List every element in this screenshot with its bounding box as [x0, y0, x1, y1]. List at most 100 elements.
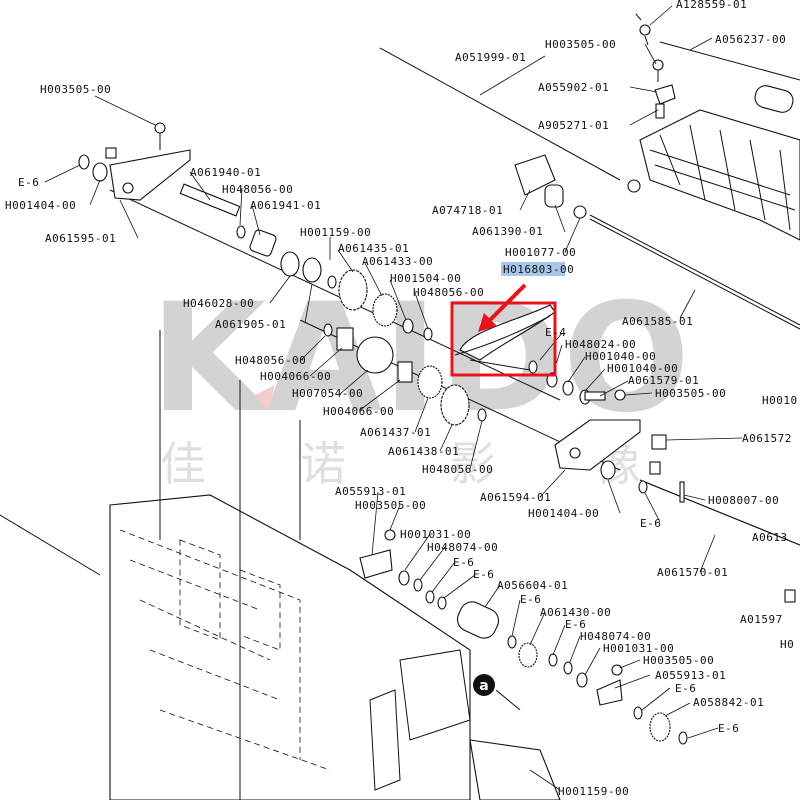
label-a061579: A061579-01: [628, 374, 699, 387]
washer-h048074-a: [413, 578, 423, 592]
collar-a061572: [651, 434, 667, 450]
label-a061437: A061437-01: [360, 426, 431, 439]
roller-a056237: [754, 85, 794, 113]
clip-e6-a: [425, 590, 435, 604]
part-number-highlight: [501, 262, 565, 276]
label-h001159-low: H001159-00: [558, 785, 629, 798]
washer-h001504: [402, 318, 414, 334]
bracket-a074718: [514, 154, 556, 196]
red-arrow: [478, 283, 527, 332]
bracket-a061595: [109, 149, 191, 201]
label-h003505-left: H003505-00: [40, 83, 111, 96]
label-a058842: A058842-01: [693, 696, 764, 709]
bushing-a061390: [544, 184, 564, 208]
top-hardware: [652, 59, 676, 119]
label-a128559: A128559-01: [676, 0, 747, 11]
label-a056237: A056237-00: [715, 33, 786, 46]
lower-hardware: [359, 529, 796, 745]
watermark-cjk-2: 诺: [300, 437, 346, 491]
label-e6-c: E-6: [520, 593, 541, 606]
label-a061940: A061940-01: [190, 166, 261, 179]
label-h046028: H046028-00: [183, 297, 254, 310]
bracket-a055913-b: [596, 679, 623, 706]
label-h004066-a: H004066-00: [260, 370, 331, 383]
label-a061433: A061433-00: [362, 255, 433, 268]
gear-a058842: [649, 712, 671, 742]
label-e6-mid: E-6: [640, 517, 661, 530]
label-h048056-c: H048056-00: [235, 354, 306, 367]
shaft-left-lower: [0, 514, 101, 576]
gear-train: [323, 269, 487, 426]
clip-e6-e: [633, 706, 643, 720]
bearing-h001404-left: [92, 162, 108, 182]
clip-e6-c: [507, 635, 517, 649]
nut-a128559: [639, 24, 651, 36]
label-h003505-top: H003505-00: [545, 38, 616, 51]
washer-h048056-a: [236, 225, 246, 239]
label-h048024: H048024-00: [565, 338, 636, 351]
label-e6-f: E-6: [718, 722, 739, 735]
washer-h001040-a: [562, 380, 574, 396]
label-h001040-a: H001040-00: [585, 350, 656, 363]
gear-a061430: [518, 642, 538, 668]
right-mid-assembly: [554, 389, 685, 503]
bushing-a061941: [249, 229, 277, 257]
label-h003505-mid: H003505-00: [355, 499, 426, 512]
label-h016803: H016803-00: [503, 263, 574, 276]
label-a061390: A061390-01: [472, 225, 543, 238]
watermark-red-mark: [255, 385, 275, 410]
clip-e6-d: [548, 653, 558, 667]
washer-h048056-d: [477, 408, 487, 422]
bearing-h001404-mid: [600, 460, 616, 480]
label-a061435: A061435-01: [338, 242, 409, 255]
washer-h048056-c: [323, 323, 333, 337]
label-e6-b: E-6: [473, 568, 494, 581]
screw-h003505-mid: [384, 529, 396, 541]
leader-lines: [44, 5, 743, 791]
callout-a-badge: [473, 674, 495, 696]
clip-e6-mid: [638, 480, 648, 494]
center-upper-assembly: [514, 154, 587, 219]
label-h001404-mid: H001404-00: [528, 507, 599, 520]
gear-a061905: [302, 257, 322, 283]
bracket-a055902: [654, 84, 676, 105]
label-a074718: A074718-01: [432, 204, 503, 217]
label-e6-d: E-6: [565, 618, 586, 631]
washer-h001031-b: [576, 672, 588, 688]
bushing-h004066-b: [397, 361, 413, 383]
gear-h046028: [280, 251, 300, 277]
roller-a056604: [456, 601, 500, 639]
clip-e6-b: [437, 596, 447, 610]
screw-h003505-left: [154, 122, 166, 134]
label-h048074-b: H048074-00: [580, 630, 651, 643]
label-a061585: A061585-01: [622, 315, 693, 328]
bracket-a055913-a: [359, 549, 393, 579]
clip-e4: [528, 360, 538, 374]
clip-e6-f: [678, 731, 688, 745]
shaft-a061585: [589, 214, 800, 326]
part-h001159-low: [469, 739, 561, 800]
label-a055913-a: A055913-01: [335, 485, 406, 498]
label-e6-left: E-6: [18, 176, 39, 189]
washer-h048056-b: [423, 327, 433, 341]
label-a055902: A055902-01: [538, 81, 609, 94]
label-h001404-left: H001404-00: [5, 199, 76, 212]
shaft-a061579: [584, 391, 606, 401]
label-a061941: A061941-01: [250, 199, 321, 212]
label-e4: E-4: [545, 326, 566, 339]
lower-frame: [109, 330, 561, 800]
label-e6-a: E-6: [453, 556, 474, 569]
label-h001031-b: H001031-00: [603, 642, 674, 655]
gear-a061438: [440, 384, 470, 426]
label-h001040-b: H001040-00: [607, 362, 678, 375]
label-h001031-a: H001031-00: [400, 528, 471, 541]
label-h048074-a: H048074-00: [427, 541, 498, 554]
label-h003505-right: H003505-00: [655, 387, 726, 400]
label-a055913-b: A055913-01: [655, 669, 726, 682]
gear-a061433: [372, 293, 398, 327]
gear-a061437: [417, 365, 443, 399]
gear-a061435: [338, 269, 368, 311]
label-a061595: A061595-01: [45, 232, 116, 245]
